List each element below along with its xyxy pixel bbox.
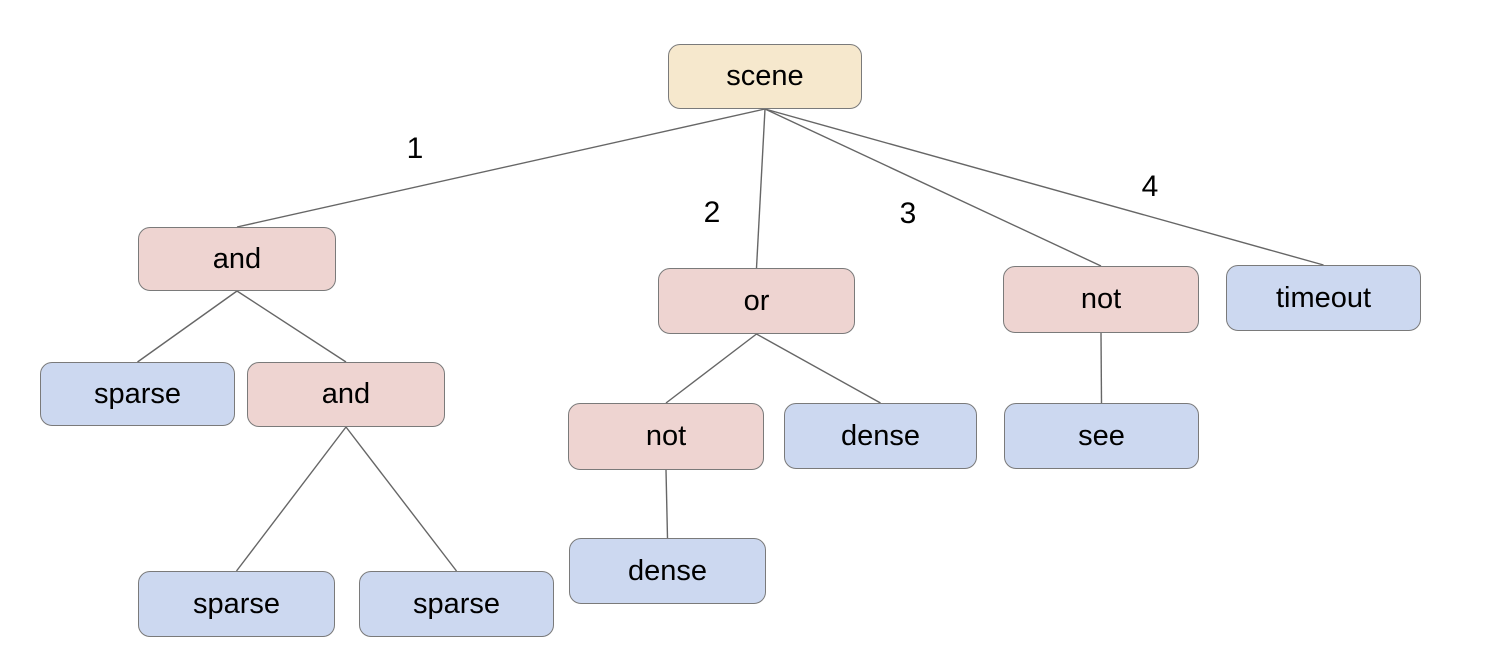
edge-or1-not2: [665, 333, 757, 404]
edge-and1-sparse1: [137, 290, 238, 363]
node-and2: and: [247, 362, 445, 427]
node-see: see: [1004, 403, 1199, 469]
node-label: sparse: [192, 587, 281, 620]
node-sparse3: sparse: [359, 571, 554, 637]
edge-and2-sparse3: [345, 426, 458, 572]
node-not2: not: [568, 403, 764, 470]
node-label: see: [1078, 419, 1125, 452]
node-label: not: [645, 420, 687, 452]
edge-label-4: 4: [1142, 170, 1159, 203]
edge-and2-sparse2: [235, 426, 347, 572]
node-timeout: timeout: [1226, 265, 1421, 331]
edge-label-3: 3: [900, 197, 917, 230]
node-and1: and: [138, 227, 336, 291]
edge-not2-dense2: [665, 469, 669, 539]
node-sparse1: sparse: [40, 362, 235, 426]
node-label: and: [321, 378, 371, 410]
node-label: timeout: [1275, 281, 1372, 314]
node-label: sparse: [93, 377, 182, 410]
node-label: and: [212, 242, 262, 275]
node-label: dense: [627, 554, 707, 587]
edge-scene-timeout: [764, 108, 1324, 266]
node-not1: not: [1003, 266, 1199, 333]
edge-label-1: 1: [407, 132, 424, 165]
edge-label-2: 2: [704, 196, 721, 229]
edge-not1-see: [1100, 332, 1103, 404]
node-scene: scene: [668, 44, 862, 109]
edge-scene-and1: [236, 108, 766, 228]
edge-scene-not1: [764, 108, 1102, 267]
node-sparse2: sparse: [138, 571, 335, 637]
edge-scene-or1: [755, 108, 766, 269]
node-dense1: dense: [784, 403, 977, 469]
node-label: or: [743, 284, 770, 317]
edge-and1-and2: [236, 290, 347, 363]
node-label: scene: [726, 60, 804, 92]
node-label: dense: [840, 419, 920, 452]
node-or1: or: [658, 268, 855, 334]
node-label: sparse: [412, 587, 501, 620]
node-label: not: [1080, 283, 1122, 315]
node-dense2: dense: [569, 538, 766, 604]
edge-or1-dense1: [756, 333, 881, 404]
